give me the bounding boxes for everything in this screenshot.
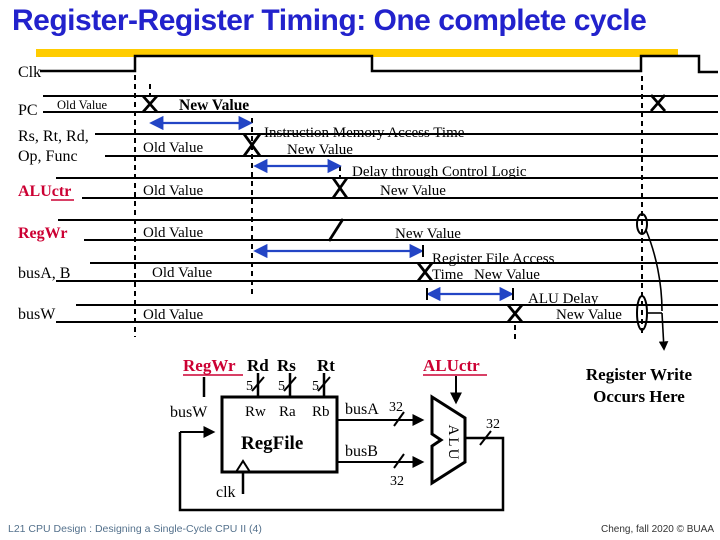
- regwr-row-label: RegWr: [18, 225, 67, 242]
- alu-title: ALU: [445, 425, 461, 462]
- feedback-loop-wire: [178, 432, 505, 512]
- note-register-file-access: Register File Access: [432, 251, 555, 267]
- regfile-port-rw: Rw: [245, 404, 266, 420]
- circuit-busb-label: busB: [345, 443, 378, 460]
- regfile-title: RegFile: [241, 433, 303, 454]
- circuit-busw-label: busW: [170, 404, 208, 421]
- regwr-old-value: Old Value: [143, 225, 203, 241]
- register-write-curve: [645, 229, 663, 312]
- busab-old-value: Old Value: [152, 265, 212, 281]
- arrow-end-ticks: [422, 245, 514, 300]
- inst-label-line1: Rs, Rt, Rd,: [18, 128, 89, 145]
- bus-width-32-out: 32: [486, 417, 500, 432]
- note-alu-delay: ALU Delay: [528, 291, 599, 307]
- circuit-busa-label: busA: [345, 401, 379, 418]
- bus-width-5-rt: 5: [312, 379, 319, 394]
- inst-label-line2: Op, Func: [18, 148, 78, 165]
- pc-old-value: Old Value: [57, 98, 108, 112]
- circuit-clk-label: clk: [216, 484, 236, 501]
- bus-width-5-rs: 5: [278, 379, 285, 394]
- regwr-new-value: New Value: [395, 226, 461, 242]
- slide-title: Register-Register Timing: One complete c…: [12, 4, 647, 37]
- regfile-input-wires: [202, 373, 331, 397]
- inst-new-value: New Value: [287, 142, 353, 158]
- clock-edge-triangle: [235, 459, 251, 473]
- busb-slash: [393, 453, 405, 469]
- circuit-rd-label: Rd: [247, 356, 269, 375]
- circuit-aluctr-label: ALUctr: [423, 356, 480, 375]
- aluctr-old-value: Old Value: [143, 183, 203, 199]
- regwr-edge-ellipse: [636, 213, 648, 235]
- footer-credit: Cheng, fall 2020 © BUAA: [601, 524, 714, 535]
- transition-marks: [141, 94, 667, 323]
- footer-course-label: L21 CPU Design : Designing a Single-Cycl…: [8, 523, 262, 535]
- clk-label: Clk: [18, 64, 41, 81]
- register-write-down-arrow: [658, 312, 669, 351]
- note-control-logic: Delay through Control Logic: [352, 164, 527, 180]
- regfile-port-rb: Rb: [312, 404, 330, 420]
- bus-width-5-rd: 5: [246, 379, 253, 394]
- note-instruction-memory: Instruction Memory Access Time: [264, 125, 465, 141]
- register-write-note-line1: Register Write: [586, 365, 693, 384]
- busw-edge-ellipse: [636, 295, 648, 331]
- aluctr-row-label: ALUctr: [18, 183, 71, 200]
- pc-label: PC: [18, 102, 38, 119]
- pc-new-value: New Value: [179, 97, 249, 114]
- circuit-rs-label: Rs: [277, 356, 296, 375]
- title-underline-bar: [36, 49, 678, 57]
- busab-new-value: New Value: [474, 267, 540, 283]
- busa-slash: [393, 411, 405, 427]
- circuit-regwr-label: RegWr: [183, 356, 236, 375]
- regfile-port-ra: Ra: [279, 404, 296, 420]
- busw-new-value: New Value: [556, 307, 622, 323]
- regfile-box: [220, 395, 339, 474]
- busw-row-label: busW: [18, 306, 56, 323]
- busab-row-label: busA, B: [18, 265, 70, 282]
- circuit-rt-label: Rt: [317, 356, 335, 375]
- aluctr-new-value: New Value: [380, 183, 446, 199]
- busw-old-value: Old Value: [143, 307, 203, 323]
- bus-width-32-busb: 32: [390, 474, 404, 489]
- bus-width-32-busa: 32: [389, 400, 403, 415]
- inst-old-value: Old Value: [143, 140, 203, 156]
- signal-rails: [43, 95, 718, 323]
- clock-waveform: [40, 54, 718, 74]
- register-write-note-line2: Occurs Here: [593, 387, 685, 406]
- note-register-file-access-time: Time: [432, 267, 463, 283]
- alu-shape: [430, 394, 467, 486]
- output-bus-slash: [479, 430, 492, 446]
